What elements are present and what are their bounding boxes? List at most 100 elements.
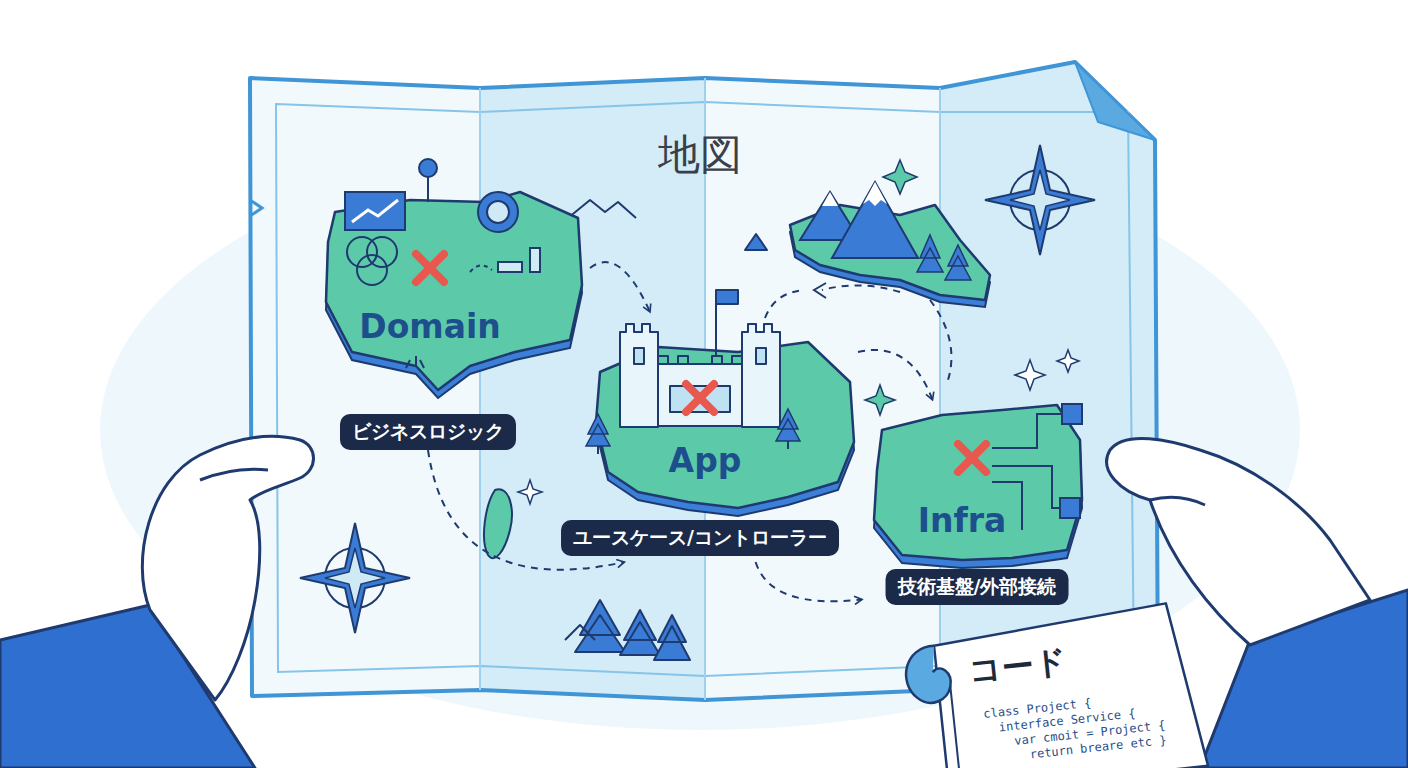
error-mark: [416, 254, 444, 282]
castle-icon: [620, 290, 780, 427]
chart-icon: [345, 192, 405, 230]
mountain-island: [945, 245, 971, 280]
node-square: [1062, 404, 1082, 424]
hill-sketch: [568, 200, 636, 218]
island-caption: 技術基盤/外部接続: [886, 569, 1069, 605]
left-hand: [200, 469, 268, 480]
sparkle: [1015, 360, 1045, 390]
castle-icon: [658, 364, 742, 426]
map-title: 地図: [658, 127, 742, 183]
island-name: Domain: [359, 307, 501, 346]
forest: [575, 600, 625, 652]
route-decoration: [930, 300, 951, 380]
left-hand: [142, 436, 313, 700]
compass-rose: [300, 523, 410, 633]
forest: [565, 625, 595, 640]
sparkle: [883, 160, 917, 194]
dashed-route: [428, 450, 624, 570]
chart-icon: [345, 192, 405, 230]
island-shape: [874, 405, 1082, 560]
forest: [654, 615, 690, 660]
compass-rose: [985, 145, 1095, 255]
castle-icon: [634, 348, 644, 364]
tree-icon: [597, 446, 599, 454]
map-paper: [250, 62, 1158, 700]
castle-icon: [756, 348, 766, 364]
island-name: Infra: [918, 501, 1007, 540]
bar-icon: [530, 248, 540, 272]
sparkle: [865, 385, 895, 415]
hill-sketch: [745, 234, 767, 250]
mountain-island: [790, 182, 990, 307]
island-caption: ユースケース/コントローラー: [561, 520, 839, 556]
sparkle: [1057, 350, 1079, 372]
tree-icon: [586, 414, 610, 454]
island-name: App: [669, 441, 742, 480]
donut-icon: [478, 192, 518, 232]
error-mark: [416, 254, 444, 282]
donut-icon: [487, 201, 509, 223]
dashed-route: [756, 562, 862, 601]
error-mark: [686, 384, 714, 412]
hill-sketch: [568, 200, 767, 250]
dashed-route: [590, 262, 650, 312]
tree-icon: [787, 441, 789, 449]
dashed-route: [858, 350, 933, 400]
map-island: Infra 技術基盤/外部接続: [862, 400, 1097, 610]
island-shape: [326, 192, 582, 390]
pin-icon: [427, 176, 429, 202]
castle-icon: [742, 324, 780, 427]
venn-icon: [347, 237, 397, 285]
compass-rose: [985, 145, 1095, 255]
scroll-paper: [932, 601, 1208, 768]
island-caption: ビジネスロジック: [340, 414, 516, 450]
castle-icon: [620, 324, 658, 427]
pin-icon: [419, 159, 437, 177]
error-mark: [958, 444, 986, 472]
tree-icon: [776, 409, 800, 449]
circuit-lines: [992, 414, 1064, 448]
mountain-island: [863, 182, 887, 206]
map-paper: [250, 200, 262, 216]
map-paper: [479, 88, 481, 690]
compass-rose: [325, 548, 385, 608]
left-hand: [0, 436, 314, 768]
route-decoration: [822, 285, 900, 292]
forest: [565, 600, 690, 660]
map-island: コードclass Project {interface Service {var…: [892, 597, 1208, 768]
error-mark: [958, 444, 986, 472]
chart-icon: [352, 200, 398, 222]
venn-icon: [357, 255, 387, 285]
mountain-island: [822, 192, 838, 206]
arrow-head: [814, 283, 826, 298]
bar-icon: [470, 265, 492, 272]
tree-icon: [776, 409, 800, 441]
scroll-paper: [901, 601, 1208, 768]
pin-icon: [419, 159, 437, 202]
compass-rose: [1010, 170, 1070, 230]
error-mark: [686, 384, 714, 412]
route-decoration: [765, 290, 805, 318]
mountain-island: [917, 235, 943, 272]
node-square: [1060, 498, 1080, 518]
map-island: App ユースケース/コントローラー: [538, 312, 858, 562]
castle-icon: [716, 290, 738, 304]
forest: [620, 610, 660, 655]
sparkle: [518, 480, 542, 504]
venn-icon: [367, 237, 397, 267]
islet: [484, 489, 512, 558]
map-paper: [1075, 62, 1155, 140]
castle-icon: [658, 356, 742, 364]
compass-rose: [325, 548, 385, 608]
map-paper: [250, 62, 1158, 700]
compass-rose: [300, 523, 410, 633]
grass-mark: [406, 356, 424, 368]
error-mark: [686, 384, 714, 412]
error-mark: [958, 444, 986, 472]
error-mark: [416, 254, 444, 282]
compass-rose: [1010, 170, 1070, 230]
bar-icon: [498, 262, 522, 272]
